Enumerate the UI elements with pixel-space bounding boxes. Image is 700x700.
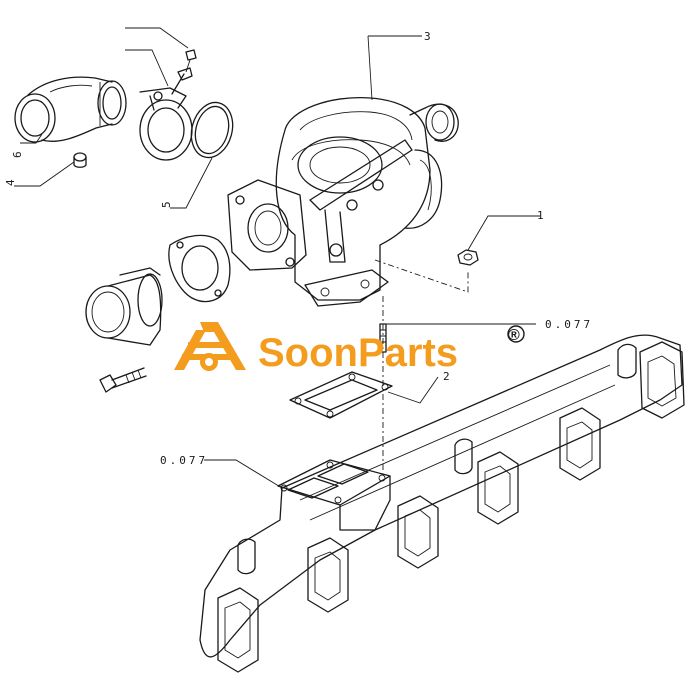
flange-bolt (99, 367, 147, 393)
callout-3: 3 (424, 30, 431, 43)
ref-stud-label: 0.077 (545, 318, 593, 331)
logo-emblem (174, 322, 246, 371)
flange-gasket (168, 234, 231, 303)
callout-2: 2 (443, 370, 450, 383)
leader-lines (14, 27, 540, 489)
nut-part (457, 249, 479, 266)
adapter-pipe (85, 267, 163, 346)
elbow-hose (14, 76, 127, 143)
turbo-gasket (289, 371, 393, 419)
assembly-centerlines (374, 259, 469, 470)
callout-4: 4 (4, 179, 17, 186)
soonparts-logo: SoonParts ® (174, 322, 525, 375)
callout-6: 6 (11, 151, 24, 158)
callout-1: 1 (537, 209, 544, 222)
plug-part (73, 152, 87, 168)
exhaust-manifold (199, 334, 685, 673)
registered-circle (507, 325, 525, 343)
turbocharger (227, 96, 459, 307)
callout-5: 5 (160, 201, 173, 208)
logo-wordmark: SoonParts (258, 331, 458, 375)
ref-manifold-label: 0.077 (160, 454, 208, 467)
o-ring-gasket (190, 101, 234, 159)
clamp-bolt (185, 49, 197, 73)
